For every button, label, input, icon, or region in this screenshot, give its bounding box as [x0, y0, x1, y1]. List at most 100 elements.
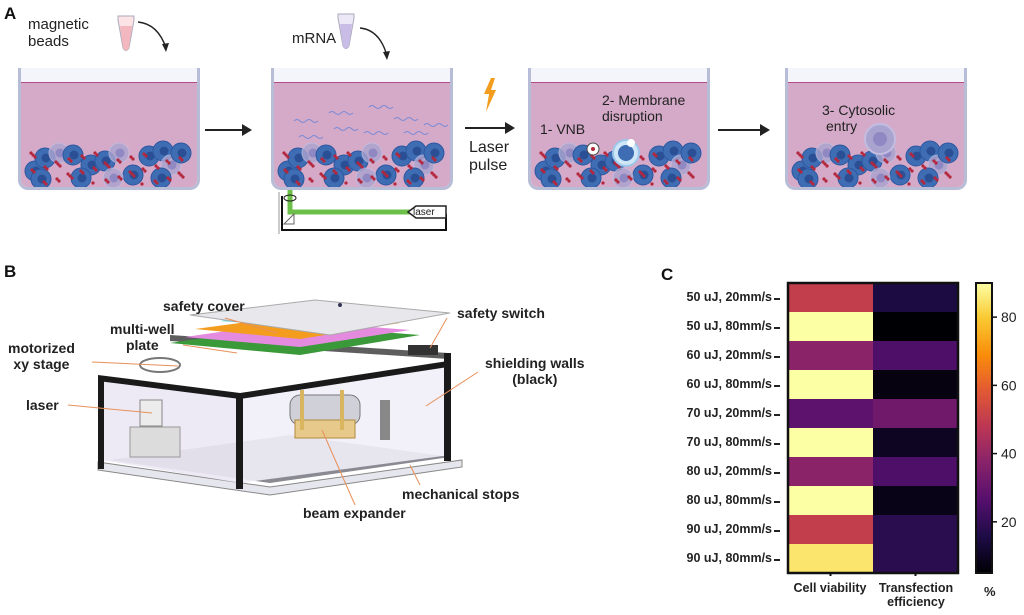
arrow-step1-to-step2 [205, 124, 252, 136]
arrow-step3-to-step4 [718, 124, 770, 136]
magnetic-bead-dot [140, 182, 144, 186]
magnetic-bead-dot [862, 153, 866, 157]
magnetic-bead-dot [406, 179, 410, 183]
magnetic-bead-dot [166, 176, 170, 180]
magnetic-bead-dot [823, 162, 827, 166]
heatmap-cell [788, 312, 874, 342]
magnetic-bead-dot [385, 174, 389, 178]
magnetic-bead-dot [884, 175, 888, 179]
heatmap-cell [873, 399, 959, 429]
magnetic-bead-dot [358, 163, 362, 167]
magnetic-bead-dot [346, 151, 350, 155]
label-motorized-line2: xy stage [13, 356, 70, 372]
label-multi-well-line2: plate [125, 337, 159, 353]
magnetic-bead-dot [858, 181, 862, 185]
magnetic-bead-dot [933, 176, 937, 180]
magnetic-bead-dot [835, 174, 839, 178]
magnetic-bead-dot [627, 175, 631, 179]
column-label-te-line1: Transfection [878, 581, 954, 595]
magnetic-bead-dot [117, 175, 121, 179]
panel-c-letter: C [661, 265, 674, 284]
magnetic-bead-dot [603, 151, 607, 155]
magnetic-bead-dot [678, 178, 682, 182]
magnetic-bead-dot [652, 152, 656, 156]
magnetic-bead-dot [128, 170, 132, 174]
column-label-transfection-efficiency: Transfection efficiency [870, 581, 962, 609]
mrna-strand-icon [298, 135, 324, 139]
magnetic-bead-dot [70, 176, 74, 180]
magnetic-bead-dot [948, 175, 952, 179]
magnetic-bead-dot [898, 157, 902, 161]
magnetic-bead-dot [420, 161, 424, 165]
mrna-strand-icon [423, 123, 449, 127]
membrane-disruption-line1: 2- Membrane [602, 92, 686, 108]
magnetic-bead-dot [799, 170, 803, 174]
mrna-label: mRNA [292, 30, 337, 47]
well-step1 [18, 68, 200, 190]
magnetic-bead-dot [347, 168, 351, 172]
y-tick [774, 558, 780, 561]
label-mechanical-stops: mechanical stops [402, 486, 520, 502]
magnetic-bead-dot [872, 163, 876, 167]
magnetic-bead-dot [156, 166, 160, 170]
heatmap-cell [788, 370, 874, 400]
magnetic-bead-dot [907, 182, 911, 186]
magnetic-bead-dot [886, 177, 890, 181]
label-safety-cover: safety cover [163, 298, 245, 314]
heatmap-cell [788, 428, 874, 458]
magnetic-bead-dot [687, 171, 691, 175]
magnetic-bead-dot [165, 159, 169, 163]
y-tick [774, 471, 780, 474]
magnetic-bead-dot [430, 171, 434, 175]
magnetic-bead-dot [82, 156, 86, 160]
magnetic-bead-dot [874, 165, 878, 169]
magnetic-bead-dot [641, 157, 645, 161]
magnetic-bead-dot [821, 160, 825, 164]
magnetic-bead-dot [677, 161, 681, 165]
magnetic-bead-dot [688, 156, 692, 160]
magnetic-bead-dot [333, 154, 337, 158]
laser-pulse-line1: Laser [469, 139, 510, 156]
magnetic-bead-dot [144, 154, 148, 158]
magnetic-bead-dot [67, 157, 71, 161]
y-tick [774, 355, 780, 358]
heatmap-cell [873, 312, 959, 342]
magnetic-bead-dot [382, 155, 386, 159]
magnetic-beads-label: magnetic beads [28, 16, 89, 50]
magnetic-bead-dot [434, 175, 438, 179]
magnetic-bead-dot [675, 159, 679, 163]
magnetic-bead-dot [591, 171, 595, 175]
well-step3 [528, 68, 710, 190]
cytosolic-entry-line2: entry [826, 118, 858, 134]
magnetic-bead-dot [393, 182, 397, 186]
magnetic-bead-dot [849, 156, 853, 160]
magnetic-bead-dot [177, 171, 181, 175]
magnetic-bead-dot [554, 182, 558, 186]
magnetic-bead-dot [167, 161, 171, 165]
y-tick [774, 413, 780, 416]
magnetic-bead-dot [847, 154, 851, 158]
magnetic-bead-dot [617, 165, 621, 169]
magnetic-bead-dot [604, 168, 608, 172]
magnetic-bead-dot [131, 157, 135, 161]
heatmap-row-label: 60 uJ, 80mm/s [686, 376, 772, 391]
magnetic-bead-dot [32, 170, 36, 174]
magnetic-bead-dot [153, 179, 157, 183]
magnetic-bead-dot [118, 160, 122, 164]
magnetic-bead-dot [578, 174, 582, 178]
magnetic-bead-dot [539, 151, 543, 155]
magnetic-bead-dot [119, 177, 123, 181]
magnetic-bead-dot [142, 152, 146, 156]
colorbar-gradient [975, 282, 993, 574]
magnetic-bead-dot [381, 170, 385, 174]
magnetic-bead-dot [602, 166, 606, 170]
magnetic-bead-dot [29, 151, 33, 155]
magnetic-bead-dot [45, 167, 49, 171]
heatmap-cell [788, 544, 874, 574]
heatmap-row-label: 70 uJ, 80mm/s [686, 434, 772, 449]
magnetic-bead-dot [837, 176, 841, 180]
magnetic-bead-dot [810, 165, 814, 169]
magnetic-bead-dot [44, 182, 48, 186]
magnetic-bead-dot [431, 156, 435, 160]
